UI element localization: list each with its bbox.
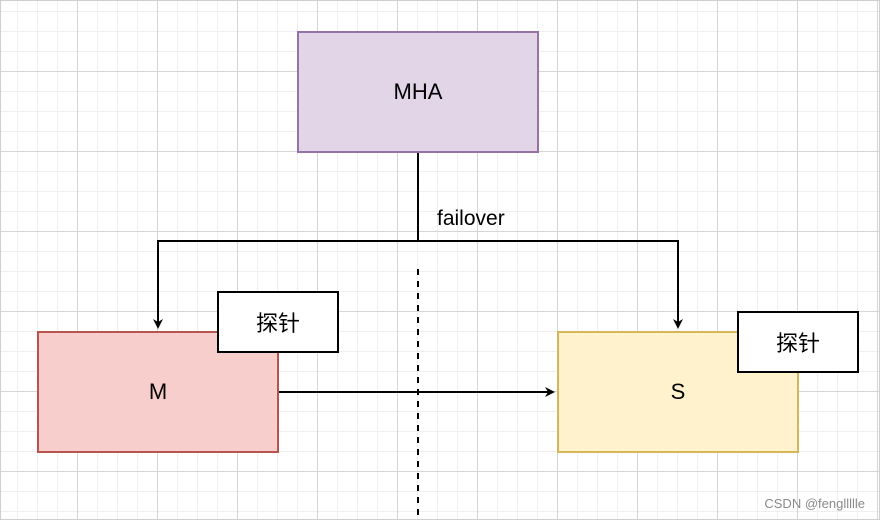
master-node-label: M	[148, 379, 168, 404]
master-probe-label: 探针	[255, 312, 300, 337]
watermark: CSDN @fengllllle	[764, 496, 865, 511]
failover-label: failover	[437, 207, 505, 230]
mha-node[interactable]: MHA	[297, 31, 539, 153]
failover-to-slave-edge	[418, 240, 683, 329]
slave-node-label: S	[670, 379, 686, 404]
failover-to-master-edge	[153, 240, 418, 329]
master-probe-node[interactable]: 探针	[217, 291, 339, 353]
mha-node-label: MHA	[393, 79, 443, 104]
slave-probe-node[interactable]: 探针	[737, 311, 859, 373]
slave-probe-label: 探针	[775, 332, 820, 357]
